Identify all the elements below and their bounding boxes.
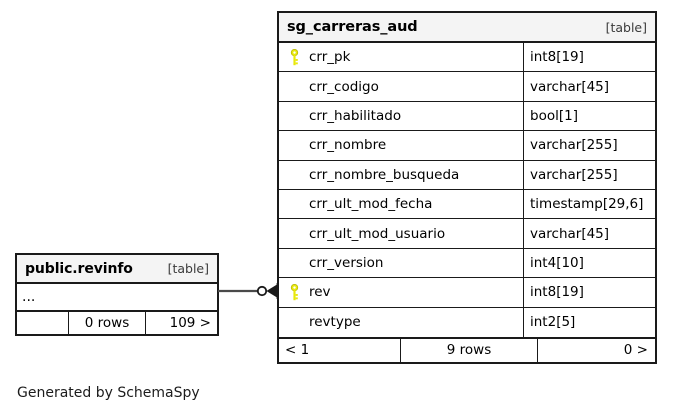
key-icon-placeholder — [286, 195, 303, 213]
column-list: crr_pk int8[19] crr_codigo varchar[45] c… — [279, 43, 655, 337]
column-name-cell: crr_nombre_busqueda — [279, 160, 524, 189]
column-name: crr_pk — [309, 49, 351, 66]
table-row[interactable]: crr_pk int8[19] — [279, 43, 655, 73]
column-name: crr_ult_mod_usuario — [309, 225, 446, 242]
column-type: bool[1] — [530, 107, 578, 124]
column-type: int8[19] — [530, 49, 584, 66]
column-name-cell: crr_ult_mod_fecha — [279, 189, 524, 219]
footer-parent-count[interactable] — [17, 312, 69, 334]
column-name: crr_habilitado — [309, 107, 402, 124]
table-kind-label: [table] — [167, 261, 209, 276]
table-row[interactable]: crr_ult_mod_fecha timestamp[29,6] — [279, 189, 655, 220]
column-name: rev — [309, 284, 331, 301]
key-icon-placeholder — [286, 107, 303, 125]
column-name: crr_version — [309, 254, 384, 271]
column-type: int2[5] — [530, 314, 576, 331]
key-icon-placeholder — [286, 225, 303, 243]
column-name: crr_ult_mod_fecha — [309, 196, 433, 213]
table-row[interactable]: crr_nombre varchar[255] — [279, 131, 655, 161]
key-icon — [286, 283, 303, 301]
column-name-cell: crr_pk — [279, 43, 524, 72]
table-title: public.revinfo — [25, 260, 133, 277]
table-kind-label: [table] — [605, 19, 647, 35]
column-name: crr_nombre_busqueda — [309, 166, 460, 183]
column-name: crr_codigo — [309, 78, 379, 95]
collapsed-columns-ellipsis: ... — [17, 284, 217, 310]
table-title: sg_carreras_aud — [287, 19, 418, 35]
footer-row-count: 9 rows — [401, 338, 538, 362]
table-row[interactable]: revtype int2[5] — [279, 307, 655, 337]
table-row[interactable]: crr_codigo varchar[45] — [279, 72, 655, 102]
column-name-cell: crr_habilitado — [279, 101, 524, 131]
column-name: revtype — [309, 314, 361, 331]
table-node-public-revinfo[interactable]: public.revinfo [table] ... 0 rows 109 > — [15, 253, 219, 336]
key-icon-placeholder — [286, 78, 303, 96]
column-name-cell: revtype — [279, 307, 524, 337]
column-name-cell: crr_nombre — [279, 131, 524, 160]
table-row[interactable]: crr_nombre_busqueda varchar[255] — [279, 160, 655, 190]
footer-parent-count[interactable]: < 1 — [279, 338, 401, 362]
column-type: varchar[255] — [530, 137, 618, 154]
table-row[interactable]: crr_version int4[10] — [279, 248, 655, 279]
table-row[interactable]: rev int8[19] — [279, 278, 655, 308]
column-type: varchar[255] — [530, 166, 618, 183]
column-type: varchar[45] — [530, 78, 610, 95]
key-icon-placeholder — [286, 136, 303, 154]
table-footer: 0 rows 109 > — [17, 310, 217, 334]
table-row[interactable]: crr_habilitado bool[1] — [279, 101, 655, 132]
table-footer: < 1 9 rows 0 > — [279, 336, 655, 362]
footer-child-count[interactable]: 109 > — [169, 315, 211, 331]
column-type: timestamp[29,6] — [530, 196, 644, 213]
table-row[interactable]: crr_ult_mod_usuario varchar[45] — [279, 219, 655, 249]
footer-row-count: 0 rows — [69, 312, 146, 334]
key-icon-placeholder — [286, 166, 303, 184]
key-icon-placeholder — [286, 254, 303, 272]
generated-by-caption: Generated by SchemaSpy — [17, 385, 200, 401]
column-name-cell: crr_codigo — [279, 72, 524, 101]
column-type: varchar[45] — [530, 225, 610, 242]
column-type: int4[10] — [530, 254, 584, 271]
column-type: int8[19] — [530, 284, 584, 301]
column-name-cell: rev — [279, 278, 524, 307]
column-name-cell: crr_version — [279, 248, 524, 278]
table-header: public.revinfo [table] — [17, 255, 217, 284]
relationship-edge — [218, 279, 280, 303]
key-icon — [286, 48, 303, 66]
column-name: crr_nombre — [309, 137, 387, 154]
key-icon-placeholder — [286, 313, 303, 331]
column-name-cell: crr_ult_mod_usuario — [279, 219, 524, 248]
table-node-sg-carreras-aud[interactable]: sg_carreras_aud [table] crr_pk — [277, 11, 657, 364]
table-header: sg_carreras_aud [table] — [279, 13, 655, 43]
footer-child-count[interactable]: 0 > — [623, 342, 648, 359]
